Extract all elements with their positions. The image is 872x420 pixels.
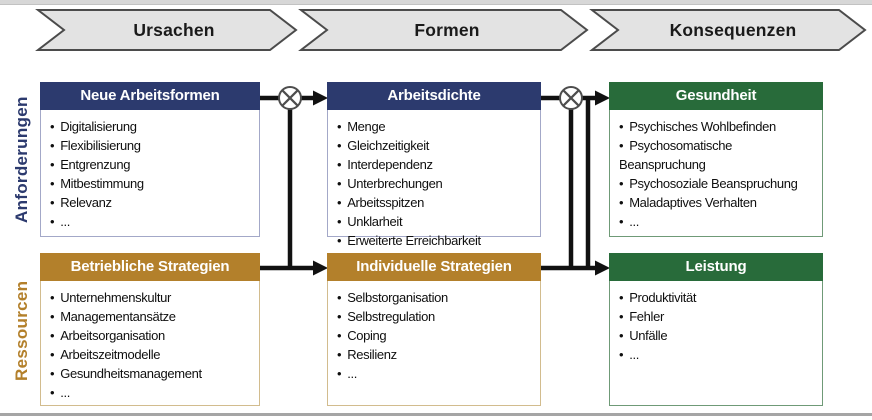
list-item: Gleichzeitigkeit	[337, 136, 536, 155]
arrow-betriebliche-to-individuelle	[260, 260, 328, 276]
list-item: Arbeitsspitzen	[337, 193, 536, 212]
interaction-icon	[559, 86, 583, 110]
box-title: Betriebliche Strategien	[40, 253, 260, 281]
interaction-icon	[278, 86, 302, 110]
banner-chevron-ursachen	[35, 9, 298, 51]
box-arbeitsdichte: Arbeitsdichte MengeGleichzeitigkeitInter…	[327, 82, 541, 248]
list-item: Arbeitszeitmodelle	[50, 345, 255, 364]
box-item-list: ProduktivitätFehlerUnfälle...	[609, 281, 823, 406]
arrow-individuelle-to-leistung	[541, 260, 610, 276]
list-item: Produktivität	[619, 288, 818, 307]
box-neue-arbeitsformen: Neue Arbeitsformen DigitalisierungFlexib…	[40, 82, 260, 237]
list-item: ...	[50, 212, 255, 231]
banner-label-ursachen: Ursachen	[133, 20, 215, 40]
side-label-anforderungen: Anforderungen	[12, 96, 31, 223]
list-item: Maladaptives Verhalten	[619, 193, 818, 212]
box-item-list: Psychisches WohlbefindenPsychosomatische…	[609, 110, 823, 237]
box-title: Arbeitsdichte	[327, 82, 541, 110]
box-title: Individuelle Strategien	[327, 253, 541, 281]
top-divider	[0, 0, 872, 5]
list-item: Mitbestimmung	[50, 174, 255, 193]
list-item: Resilienz	[337, 345, 536, 364]
list-item: Unklarheit	[337, 212, 536, 231]
arrow-neue-arbeitsformen-to-arbeitsdichte	[260, 90, 328, 106]
list-item: Unfälle	[619, 326, 818, 345]
list-item: Selbstregulation	[337, 307, 536, 326]
list-item: Unterbrechungen	[337, 174, 536, 193]
banner-label-formen: Formen	[414, 20, 480, 40]
list-item: ...	[337, 364, 536, 383]
box-item-list: MengeGleichzeitigkeitInterdependenzUnter…	[327, 110, 541, 248]
list-item: Menge	[337, 117, 536, 136]
list-item: ...	[619, 212, 818, 231]
list-item: ...	[50, 383, 255, 402]
banner-chevron-konsequenzen	[589, 9, 867, 51]
box-title: Gesundheit	[609, 82, 823, 110]
box-title: Leistung	[609, 253, 823, 281]
list-item: Flexibilisierung	[50, 136, 255, 155]
list-item: Psychisches Wohlbefinden	[619, 117, 818, 136]
list-item: ...	[619, 345, 818, 364]
list-item: Entgrenzung	[50, 155, 255, 174]
list-item: Gesundheitsmanagement	[50, 364, 255, 383]
banner-label-konsequenzen: Konsequenzen	[669, 20, 797, 40]
box-title: Neue Arbeitsformen	[40, 82, 260, 110]
box-item-list: DigitalisierungFlexibilisierungEntgrenzu…	[40, 110, 260, 237]
side-label-ressourcen: Ressourcen	[12, 280, 31, 381]
box-item-list: SelbstorganisationSelbstregulationCoping…	[327, 281, 541, 406]
list-item: Arbeitsorganisation	[50, 326, 255, 345]
box-gesundheit: Gesundheit Psychisches WohlbefindenPsych…	[609, 82, 823, 237]
arrow-arbeitsdichte-to-gesundheit	[541, 90, 610, 106]
box-individuelle-strategien: Individuelle Strategien Selbstorganisati…	[327, 253, 541, 406]
list-item: Coping	[337, 326, 536, 345]
process-banners	[35, 9, 867, 51]
list-item: Fehler	[619, 307, 818, 326]
list-item: Relevanz	[50, 193, 255, 212]
list-item: Psychosomatische Beanspruchung	[619, 136, 818, 174]
bottom-divider	[0, 413, 872, 416]
list-item: Erweiterte Erreichbarkeit	[337, 231, 536, 250]
box-leistung: Leistung ProduktivitätFehlerUnfälle...	[609, 253, 823, 406]
box-item-list: UnternehmenskulturManagementansätzeArbei…	[40, 281, 260, 406]
banner-chevron-formen	[298, 9, 589, 51]
box-betriebliche-strategien: Betriebliche Strategien Unternehmenskult…	[40, 253, 260, 406]
list-item: Interdependenz	[337, 155, 536, 174]
list-item: Psychosoziale Beanspruchung	[619, 174, 818, 193]
list-item: Selbstorganisation	[337, 288, 536, 307]
list-item: Managementansätze	[50, 307, 255, 326]
list-item: Unternehmenskultur	[50, 288, 255, 307]
list-item: Digitalisierung	[50, 117, 255, 136]
